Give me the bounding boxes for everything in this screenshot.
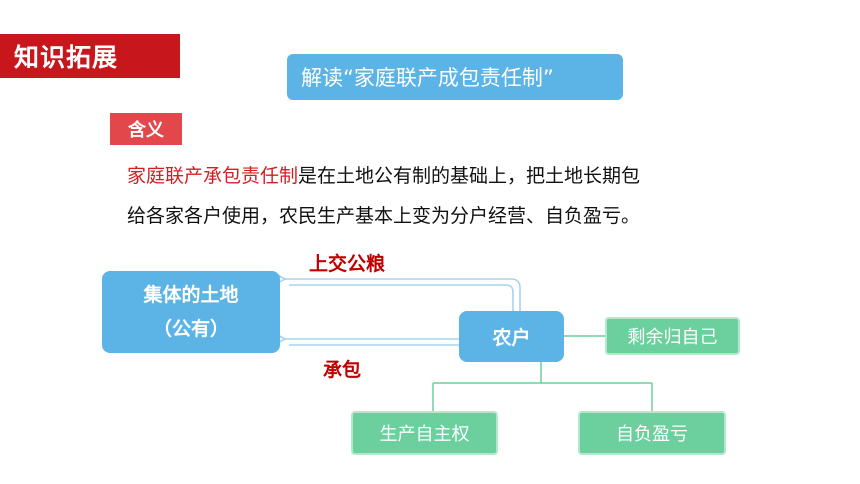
surplus-node-text: 剩余归自己: [627, 327, 718, 348]
paragraph-line-1-rest: 是在土地公有制的基础上，把土地长期包: [298, 165, 641, 187]
slide-title-text: 解读“家庭联产成包责任制”: [301, 66, 554, 90]
section-banner: 知识拓展: [0, 34, 180, 78]
farmer-node: 农户: [459, 311, 564, 362]
self-risk-node: 自负盈亏: [578, 411, 726, 455]
collective-land-node: 集体的土地 （公有）: [102, 271, 280, 353]
paragraph-highlight: 家庭联产承包责任制: [127, 165, 299, 187]
autonomy-node: 生产自主权: [351, 411, 498, 455]
banner-text: 知识拓展: [14, 43, 119, 72]
meaning-tag: 含义: [110, 113, 182, 145]
slide-title: 解读“家庭联产成包责任制”: [287, 54, 623, 100]
autonomy-node-text: 生产自主权: [379, 424, 470, 445]
land-node-line-1: 集体的土地: [143, 284, 239, 306]
land-node-line-2: （公有）: [152, 318, 229, 340]
contract-edge-label: 承包: [323, 359, 362, 381]
definition-paragraph: 家庭联产承包责任制是在土地公有制的基础上，把土地长期包 给各家各户使用，农民生产…: [127, 156, 747, 236]
meaning-tag-text: 含义: [128, 120, 164, 141]
grain-arrow-outer: [275, 273, 521, 311]
grain-arrow-inner: [289, 284, 514, 311]
self-risk-node-text: 自负盈亏: [616, 424, 688, 445]
paragraph-line-1: 家庭联产承包责任制是在土地公有制的基础上，把土地长期包: [127, 156, 747, 196]
farmer-node-text: 农户: [492, 327, 531, 349]
grain-edge-label: 上交公粮: [309, 253, 386, 275]
surplus-node: 剩余归自己: [605, 317, 740, 355]
paragraph-line-2: 给各家各户使用，农民生产基本上变为分户经营、自负盈亏。: [127, 205, 641, 227]
